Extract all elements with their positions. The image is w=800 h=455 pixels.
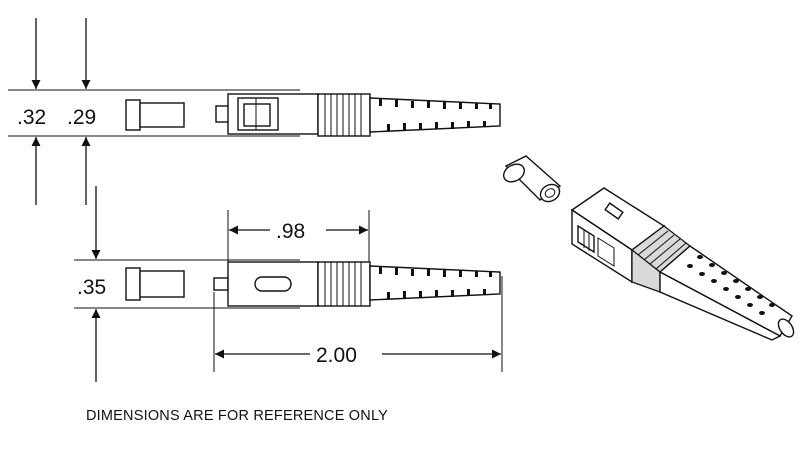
bottom-key-slot bbox=[254, 276, 292, 292]
reference-note: DIMENSIONS ARE FOR REFERENCE ONLY bbox=[86, 408, 388, 424]
iso-dustcap bbox=[502, 155, 562, 203]
dim-label-29: .29 bbox=[67, 106, 96, 129]
bottom-view: .35 .98 bbox=[74, 186, 503, 382]
bottom-grip-ribs bbox=[317, 261, 371, 307]
iso-grip bbox=[631, 225, 691, 293]
bottom-dustcap-tip bbox=[125, 267, 141, 301]
dim-label-35: .35 bbox=[77, 276, 106, 299]
top-boot bbox=[369, 97, 501, 133]
top-latch-inner bbox=[243, 103, 271, 127]
isometric-view bbox=[502, 155, 795, 341]
top-grip-ribs bbox=[317, 93, 371, 137]
top-dustcap-tip bbox=[125, 99, 141, 131]
dim-label-200: 2.00 bbox=[316, 344, 357, 367]
top-dustcap-body bbox=[139, 102, 185, 128]
iso-boot bbox=[658, 245, 795, 341]
bottom-ferrule bbox=[213, 277, 229, 291]
dim-label-32: .32 bbox=[17, 106, 46, 129]
top-view: .32 .29 bbox=[8, 18, 501, 205]
bottom-boot bbox=[369, 265, 501, 301]
dim-label-98: .98 bbox=[276, 220, 305, 243]
bottom-dustcap-body bbox=[139, 270, 185, 298]
